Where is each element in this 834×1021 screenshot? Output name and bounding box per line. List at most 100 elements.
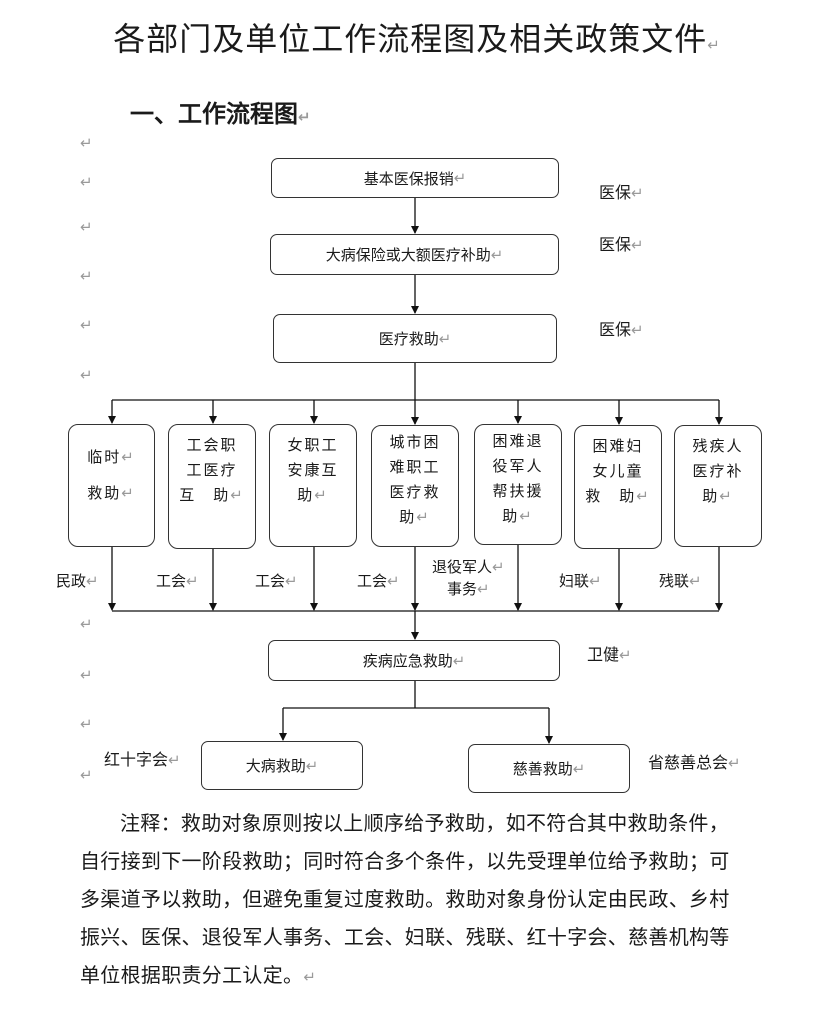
flow-box-line: 安康互	[287, 461, 339, 479]
section-heading: 一、工作流程图↵	[130, 94, 311, 129]
paragraph-mark-icon: ↵	[719, 487, 734, 505]
flow-box-line: 助↵	[502, 507, 534, 525]
paragraph-mark-icon: ↵	[121, 448, 136, 466]
agency-label: 红十字会↵	[104, 746, 181, 770]
agency-label-text: 工会	[255, 572, 286, 590]
paragraph-mark-icon: ↵	[387, 572, 400, 590]
agency-label: 省慈善总会↵	[648, 749, 741, 773]
flow-box-medical-assistance: 医疗救助↵	[273, 314, 557, 363]
flow-box-line: 女儿童	[592, 462, 644, 480]
paragraph-mark-icon: ↵	[86, 572, 99, 590]
agency-label-text: 医保	[599, 235, 632, 254]
flow-box-charity-relief: 慈善救助↵	[468, 744, 630, 793]
flow-box-line: 女职工	[287, 436, 339, 454]
flow-box-line: 工医疗	[186, 461, 238, 479]
flow-box-urban-worker-assistance: 城市困 难职工 医疗救 助↵	[371, 425, 459, 547]
paragraph-mark-icon: ↵	[303, 968, 317, 986]
paragraph-mark-icon: ↵	[631, 236, 644, 254]
flow-box-label: 基本医保报销	[363, 169, 454, 188]
paragraph-mark-icon: ↵	[619, 646, 632, 664]
flow-box-line: 医疗救	[389, 483, 441, 501]
flow-box-line: 残疾人	[692, 437, 744, 455]
agency-label-text: 妇联	[559, 572, 590, 590]
paragraph-mark-icon: ↵	[80, 766, 93, 784]
paragraph-mark-icon: ↵	[314, 486, 329, 504]
paragraph-mark-icon: ↵	[80, 267, 93, 285]
agency-label-text: 工会	[156, 572, 187, 590]
flow-box-line: 救助↵	[87, 484, 136, 502]
flow-box-critical-illness-insurance: 大病保险或大额医疗补助↵	[270, 234, 559, 275]
agency-label-text: 红十字会	[104, 750, 169, 769]
flow-box-line: 帮扶援	[492, 482, 544, 500]
paragraph-mark-icon: ↵	[631, 321, 644, 339]
flow-box-women-children-assistance: 困难妇 女儿童 救 助↵	[574, 425, 662, 549]
agency-label: 医保↵	[599, 231, 644, 255]
flow-box-line: 助↵	[297, 486, 329, 504]
agency-label: 残联↵	[659, 570, 702, 592]
flow-box-disabled-medical-subsidy: 残疾人 医疗补 助↵	[674, 425, 762, 547]
document-title: 各部门及单位工作流程图及相关政策文件↵	[0, 14, 834, 60]
flow-box-basic-insurance: 基本医保报销↵	[271, 158, 559, 198]
paragraph-mark-icon: ↵	[453, 169, 467, 187]
flow-box-line: 临时↵	[87, 448, 136, 466]
note-text: 注释：救助对象原则按以上顺序给予救助，如不符合其中救助条件，自行接到下一阶段救助…	[80, 811, 730, 987]
paragraph-mark-icon: ↵	[707, 36, 721, 54]
flow-box-veteran-support: 困难退 役军人 帮扶援 助↵	[474, 424, 562, 545]
paragraph-mark-icon: ↵	[80, 134, 93, 152]
agency-label: 工会↵	[156, 570, 199, 592]
paragraph-mark-icon: ↵	[80, 615, 93, 633]
paragraph-mark-icon: ↵	[230, 486, 245, 504]
flow-box-line: 工会职	[186, 436, 238, 454]
flow-box-line: 医疗补	[692, 462, 744, 480]
agency-line: 事务↵	[447, 580, 490, 598]
flow-box-label: 大病救助	[245, 757, 306, 775]
agency-line: 退役军人↵	[432, 558, 505, 576]
section-heading-text: 一、工作流程图	[130, 100, 298, 128]
paragraph-mark-icon: ↵	[298, 108, 311, 126]
note-paragraph: 注释：救助对象原则按以上顺序给予救助，如不符合其中救助条件，自行接到下一阶段救助…	[80, 804, 748, 996]
agency-label: 民政↵	[56, 570, 99, 592]
paragraph-mark-icon: ↵	[168, 751, 181, 769]
agency-label: 工会↵	[357, 570, 400, 592]
flow-box-temporary-assistance: 临时↵ 救助↵	[68, 424, 155, 547]
agency-label-text: 省慈善总会	[648, 753, 729, 772]
agency-label-text: 医保	[599, 320, 632, 339]
agency-label-text: 残联	[659, 572, 690, 590]
paragraph-mark-icon: ↵	[631, 184, 644, 202]
paragraph-mark-icon: ↵	[572, 759, 586, 778]
paragraph-mark-icon: ↵	[186, 572, 199, 590]
flow-box-line: 城市困	[389, 433, 441, 451]
paragraph-mark-icon: ↵	[477, 580, 490, 598]
flow-box-line: 困难妇	[592, 437, 644, 455]
flow-box-label: 大病保险或大额医疗补助	[325, 246, 491, 264]
paragraph-mark-icon: ↵	[80, 218, 93, 236]
paragraph-mark-icon: ↵	[589, 572, 602, 590]
agency-label-text: 工会	[357, 572, 388, 590]
agency-label-text: 卫健	[587, 645, 620, 664]
flow-box-line: 役军人	[492, 457, 544, 475]
paragraph-mark-icon: ↵	[490, 245, 504, 264]
agency-label-text: 民政	[56, 572, 87, 590]
paragraph-mark-icon: ↵	[305, 756, 319, 775]
agency-label: 医保↵	[599, 316, 644, 340]
agency-label: 妇联↵	[559, 570, 602, 592]
paragraph-mark-icon: ↵	[121, 484, 136, 502]
paragraph-mark-icon: ↵	[80, 715, 93, 733]
flow-box-female-worker-aid: 女职工 安康互 助↵	[269, 424, 357, 547]
agency-label-veterans: 退役军人↵ 事务↵	[432, 556, 505, 600]
paragraph-mark-icon: ↵	[452, 651, 466, 670]
flow-box-line: 助↵	[702, 487, 734, 505]
flow-box-line: 互 助↵	[179, 486, 245, 504]
paragraph-mark-icon: ↵	[519, 507, 534, 525]
agency-label: 医保↵	[599, 179, 644, 203]
flow-box-label: 医疗救助	[378, 330, 439, 348]
agency-label-text: 医保	[599, 183, 632, 202]
flow-box-line: 困难退	[492, 432, 544, 450]
agency-label: 卫健↵	[587, 641, 632, 665]
flow-box-label: 慈善救助	[512, 760, 573, 778]
paragraph-mark-icon: ↵	[80, 666, 93, 684]
paragraph-mark-icon: ↵	[80, 316, 93, 334]
paragraph-mark-icon: ↵	[80, 173, 93, 191]
flow-box-emergency-assistance: 疾病应急救助↵	[268, 640, 560, 681]
